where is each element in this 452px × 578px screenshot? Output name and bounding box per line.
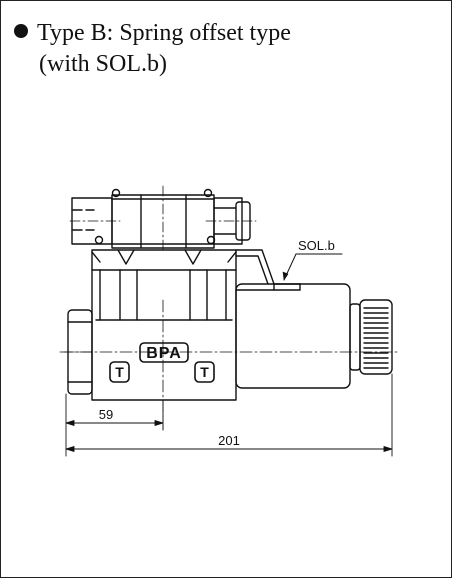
port-mark-right-label: T (200, 364, 209, 380)
sol-b-callout: SOL.b (282, 238, 343, 281)
dimension-59: 59 (65, 393, 164, 457)
solenoid-tube (235, 249, 361, 389)
connector-right (205, 197, 257, 245)
brand-plate-label: BPA (146, 345, 182, 362)
caption-line-2: (with SOL.b) (39, 51, 167, 77)
manual-override-knob (359, 299, 393, 375)
terminal-box-top-screws (94, 188, 216, 245)
caption-line-1: Type B: Spring offset type (37, 20, 291, 46)
caption: Type B: Spring offset type (with SOL.b) (14, 18, 291, 80)
bullet-icon (14, 24, 28, 38)
port-mark-right: T (194, 361, 215, 383)
dimension-59-label: 59 (99, 407, 113, 422)
sol-b-label: SOL.b (298, 238, 335, 253)
brand-plate: BPA (139, 342, 189, 363)
dimension-201: 201 (65, 373, 393, 457)
port-mark-left: T (109, 361, 130, 383)
port-mark-left-label: T (115, 364, 124, 380)
terminal-box (111, 185, 215, 253)
dimension-201-label: 201 (218, 433, 240, 448)
connector-left (69, 197, 121, 245)
